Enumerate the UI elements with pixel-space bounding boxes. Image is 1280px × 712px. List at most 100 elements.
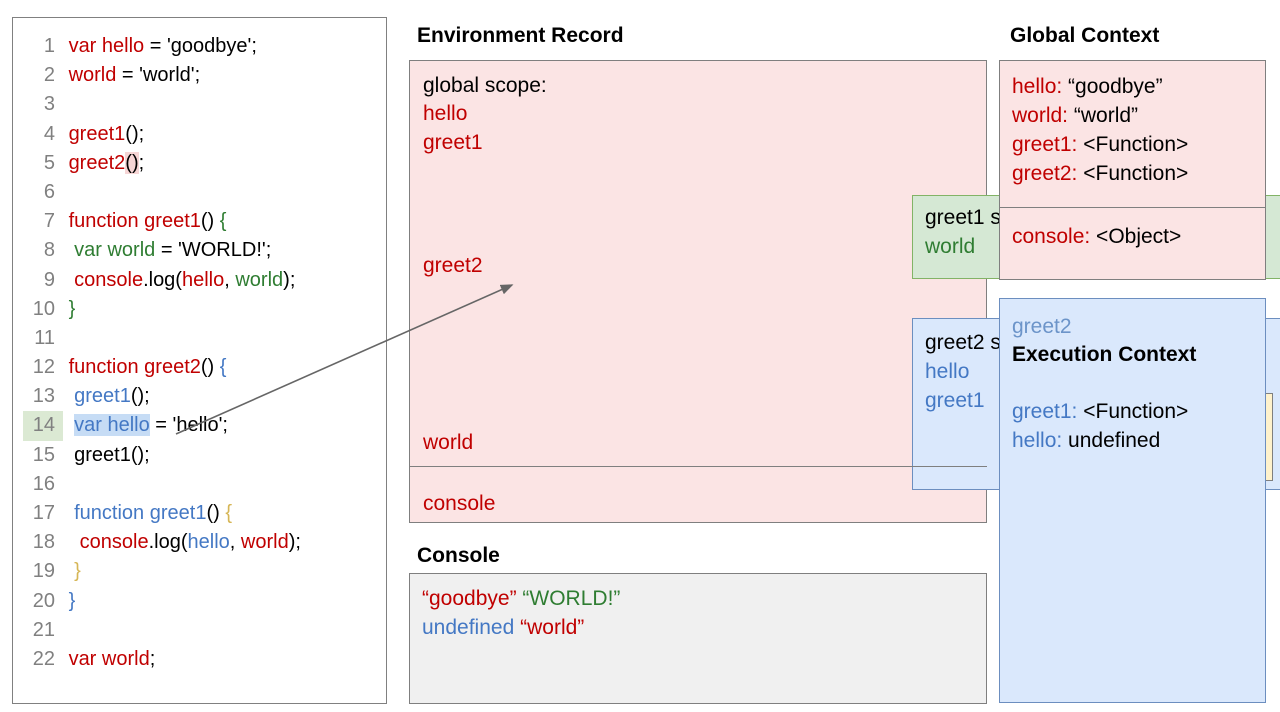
code-line-number: 2 xyxy=(43,64,55,87)
code-line-text: } xyxy=(63,295,76,324)
code-line-text: function greet1() { xyxy=(63,499,232,528)
code-line-number: 22 xyxy=(32,647,55,670)
code-line[interactable]: 1 var hello = 'goodbye'; xyxy=(23,32,384,61)
code-line[interactable]: 11 xyxy=(23,324,384,353)
code-line-number: 14 xyxy=(23,411,63,441)
code-line-number: 10 xyxy=(32,297,55,320)
global-entry-value: <Object> xyxy=(1090,225,1182,248)
execution-entry-key: greet1: xyxy=(1012,400,1078,423)
code-line-number: 8 xyxy=(43,239,55,262)
global-entry-greet1: greet1: <Function> xyxy=(1012,133,1188,157)
code-token: () xyxy=(125,151,139,174)
code-token: function greet2 xyxy=(68,356,201,379)
code-token: , xyxy=(229,531,241,554)
code-token: = 'world'; xyxy=(116,64,201,87)
code-token: greet1 xyxy=(74,385,131,408)
code-line[interactable]: 16 xyxy=(23,470,384,499)
code-token: { xyxy=(219,210,227,233)
code-line[interactable]: 21 xyxy=(23,616,384,645)
code-line-number: 20 xyxy=(32,589,55,612)
code-token: var hello xyxy=(68,35,145,57)
console-output-box: “goodbye” “WORLD!” undefined “world” xyxy=(409,573,987,704)
console-token: “WORLD!” xyxy=(522,587,621,610)
code-line-number: 13 xyxy=(32,385,55,408)
code-token: greet2 xyxy=(68,151,126,174)
code-token xyxy=(63,269,74,291)
code-line-text: greet1(); xyxy=(63,441,150,470)
code-token: world xyxy=(240,531,289,554)
env-binding-greet1: greet1 xyxy=(423,131,483,154)
code-token: ); xyxy=(288,531,301,554)
code-token: () xyxy=(206,502,226,524)
execution-context-title-function: greet2 xyxy=(1012,315,1072,338)
code-line[interactable]: 12 function greet2() { xyxy=(23,353,384,382)
global-entry-key: greet1: xyxy=(1012,133,1078,156)
code-line-list: 1 var hello = 'goodbye';2 world = 'world… xyxy=(23,32,384,674)
code-line-text: greet2(); xyxy=(63,149,144,178)
code-line[interactable]: 22 var world; xyxy=(23,645,384,674)
code-line-text: function greet1() { xyxy=(63,207,227,236)
execution-entry-hello: hello: undefined xyxy=(1012,429,1160,453)
code-editor-panel[interactable]: 1 var hello = 'goodbye';2 world = 'world… xyxy=(12,17,387,704)
code-line[interactable]: 10 } xyxy=(23,295,384,324)
greet2-scope-binding-hello: hello xyxy=(925,360,970,383)
console-token: “world” xyxy=(520,616,585,639)
global-context-heading: Global Context xyxy=(1010,24,1160,47)
code-line-number: 18 xyxy=(32,531,55,554)
code-line-number: 5 xyxy=(43,151,55,174)
global-entry-key: hello: xyxy=(1012,75,1063,98)
code-token xyxy=(63,414,74,436)
code-line-number: 21 xyxy=(32,618,55,641)
code-line[interactable]: 7 function greet1() { xyxy=(23,207,384,236)
code-line-text: } xyxy=(63,587,76,616)
code-line[interactable]: 14 var hello = 'hello'; xyxy=(23,411,384,441)
code-line[interactable]: 8 var world = 'WORLD!'; xyxy=(23,236,384,265)
code-token: { xyxy=(225,502,233,524)
global-entry-greet2: greet2: <Function> xyxy=(1012,162,1188,186)
global-entry-value: <Function> xyxy=(1077,162,1189,185)
code-line-text: console.log(hello, world); xyxy=(63,266,295,295)
code-line[interactable]: 18 console.log(hello, world); xyxy=(23,528,384,557)
console-token: “goodbye” xyxy=(422,587,517,610)
code-token xyxy=(63,531,80,553)
code-line-text: var hello = 'hello'; xyxy=(63,411,228,440)
code-line[interactable]: 13 greet1(); xyxy=(23,382,384,411)
code-token: var hello xyxy=(74,414,150,437)
code-token: var world xyxy=(74,239,156,262)
code-token: (); xyxy=(125,122,145,145)
code-line[interactable]: 4 greet1(); xyxy=(23,120,384,149)
code-token: var world xyxy=(68,647,150,670)
global-entry-key: console: xyxy=(1012,225,1091,248)
code-token: , xyxy=(224,268,236,291)
code-token: ; xyxy=(149,647,156,670)
code-line-text: world = 'world'; xyxy=(63,61,201,90)
code-token: hello xyxy=(187,531,230,554)
global-entry-hello: hello: “goodbye” xyxy=(1012,75,1163,99)
code-line[interactable]: 3 xyxy=(23,90,384,119)
environment-record-heading: Environment Record xyxy=(417,24,624,47)
code-line[interactable]: 2 world = 'world'; xyxy=(23,61,384,90)
code-line[interactable]: 17 function greet1() { xyxy=(23,499,384,528)
code-line-number: 3 xyxy=(43,93,55,116)
code-line-text: } xyxy=(63,557,81,586)
console-token: undefined xyxy=(422,616,515,639)
code-token: () xyxy=(200,356,220,379)
execution-context-title: Execution Context xyxy=(1012,343,1197,366)
code-line-number: 11 xyxy=(34,326,55,349)
code-token: world xyxy=(68,64,117,87)
code-line-number: 15 xyxy=(32,443,55,466)
env-binding-hello: hello xyxy=(423,102,468,125)
global-entry-key: world: xyxy=(1012,104,1069,127)
env-binding-console: console xyxy=(423,492,496,515)
execution-entry-value: <Function> xyxy=(1077,400,1189,423)
global-context-divider xyxy=(1000,207,1265,208)
code-line[interactable]: 20 } xyxy=(23,587,384,616)
code-line[interactable]: 9 console.log(hello, world); xyxy=(23,266,384,295)
execution-entry-key: hello: xyxy=(1012,429,1063,452)
console-output-row: “goodbye” “WORLD!” xyxy=(422,587,620,611)
code-line[interactable]: 5 greet2(); xyxy=(23,149,384,178)
code-line[interactable]: 19 } xyxy=(23,557,384,586)
greet1-scope-binding-world: world xyxy=(925,235,976,258)
code-line[interactable]: 6 xyxy=(23,178,384,207)
code-line[interactable]: 15 greet1(); xyxy=(23,441,384,470)
